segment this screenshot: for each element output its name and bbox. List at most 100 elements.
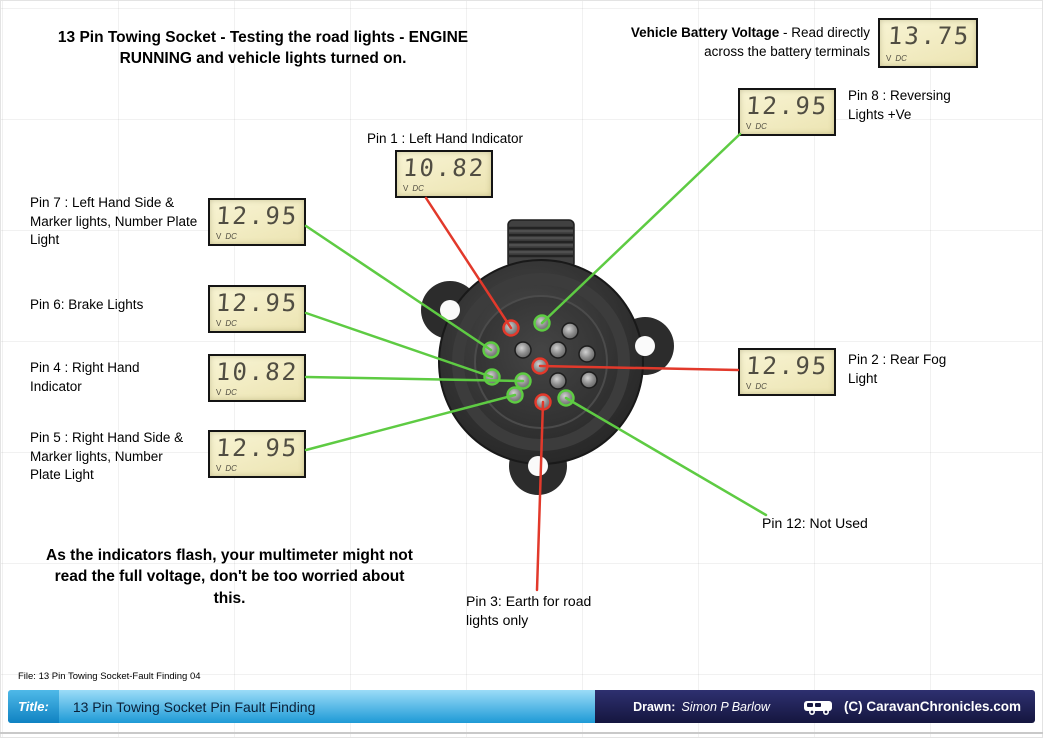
probe-point-pin7: [482, 341, 500, 359]
copyright-text: (C) CaravanChronicles.com: [843, 699, 1021, 714]
lcd-volts-indicator: V: [746, 122, 752, 131]
title-label: Title:: [8, 690, 59, 723]
probe-point-pin5: [506, 386, 524, 404]
wire-pin5: [304, 393, 517, 452]
lcd-volts-indicator: V: [886, 54, 892, 63]
probe-point-pin1: [502, 319, 520, 337]
probe-point-pin12: [557, 389, 575, 407]
socket-pin: [482, 341, 500, 359]
pin4-label: Pin 4 : Right Hand Indicator: [30, 360, 140, 394]
lcd-volts-indicator: V: [216, 319, 222, 328]
lcd-reading: 12.95: [214, 289, 299, 317]
pin2-label: Pin 2 : Rear Fog Light: [848, 352, 947, 386]
lcd-dc-indicator: DC: [755, 382, 767, 391]
socket-pins: [482, 314, 598, 411]
mounting-hole: [440, 300, 460, 320]
lcd-volts-indicator: V: [403, 184, 409, 193]
wire-pin2: [538, 364, 740, 372]
lcd-reading: 12.95: [214, 434, 299, 462]
socket-collar: [452, 273, 630, 451]
wire-pin1: [424, 196, 513, 330]
drawn-by: Simon P Barlow: [681, 699, 770, 714]
titlebar-right: Drawn: Simon P Barlow (C) CaravanChronic…: [595, 690, 1035, 723]
probe-point-pin4: [514, 372, 532, 390]
lcd-reading: 12.95: [214, 202, 299, 230]
probe-point-pin8: [533, 314, 551, 332]
mounting-hole: [635, 336, 655, 356]
lcd-volts-indicator: V: [746, 382, 752, 391]
lcd-dc-indicator: DC: [755, 122, 767, 131]
wire-pin7: [304, 224, 493, 352]
pin3-label: Pin 3: Earth for road lights only: [466, 593, 592, 629]
socket-pin: [578, 345, 596, 363]
lcd-dc-indicator: DC: [412, 184, 424, 193]
van-icon: [803, 698, 836, 716]
mounting-hole: [528, 456, 548, 476]
pin6-label: Pin 6: Brake Lights: [30, 297, 144, 312]
socket-pin: [514, 372, 532, 390]
socket-flange: [421, 259, 674, 495]
lcd-reading: 10.82: [401, 154, 486, 182]
probe-point-pin3: [534, 393, 552, 411]
socket-pin: [561, 322, 579, 340]
pin12-label: Pin 12: Not Used: [762, 515, 868, 531]
wire-pin8: [540, 132, 742, 325]
lcd-dc-indicator: DC: [225, 388, 237, 397]
indicator-flash-note: As the indicators flash, your multimeter…: [46, 547, 413, 607]
lcd-reading: 12.95: [744, 92, 829, 120]
drawn-label: Drawn:: [633, 699, 676, 714]
socket-pin: [549, 372, 567, 390]
page-bottom-edge: [0, 732, 1043, 734]
lcd-reading: 13.75: [886, 22, 971, 50]
pin1-label: Pin 1 : Left Hand Indicator: [366, 131, 524, 146]
lcd-volts-indicator: V: [216, 464, 222, 473]
socket-pin: [534, 393, 552, 411]
wire-pin4: [304, 375, 525, 383]
lcd-reading: 10.82: [214, 358, 299, 386]
cable-gland-icon: [507, 219, 575, 269]
socket-pin: [483, 368, 501, 386]
socket-pin: [549, 341, 567, 359]
probe-point-pin2: [531, 357, 549, 375]
pin5-label: Pin 5 : Right Hand Side & Marker lights,…: [30, 430, 184, 483]
lcd-volts-indicator: V: [216, 232, 222, 241]
lcd-volts-indicator: V: [216, 388, 222, 397]
wire-pin3: [535, 400, 545, 592]
socket-pin: [557, 389, 575, 407]
file-note: File: 13 Pin Towing Socket-Fault Finding…: [18, 671, 201, 682]
socket-pin: [533, 314, 551, 332]
socket-pin: [502, 319, 520, 337]
lcd-dc-indicator: DC: [225, 464, 237, 473]
titlebar: Title: 13 Pin Towing Socket Pin Fault Fi…: [8, 690, 1035, 723]
towing-socket: [421, 219, 674, 495]
battery-voltage-label: Vehicle Battery Voltage - Read directly …: [612, 24, 870, 61]
pin7-label: Pin 7 : Left Hand Side & Marker lights, …: [30, 195, 198, 248]
lcd-dc-indicator: DC: [225, 319, 237, 328]
socket-pin: [514, 341, 532, 359]
titlebar-left: Title: 13 Pin Towing Socket Pin Fault Fi…: [8, 690, 595, 723]
probe-point-pin6: [483, 368, 501, 386]
lcd-dc-indicator: DC: [895, 54, 907, 63]
socket-pin: [580, 371, 598, 389]
battery-voltage-label-rest: - Read directly across the battery termi…: [704, 25, 870, 59]
pin8-label: Pin 8 : Reversing Lights +Ve: [848, 88, 951, 122]
socket-pin: [531, 357, 549, 375]
drawing-title: 13 Pin Towing Socket Pin Fault Finding: [72, 698, 316, 715]
socket-face: [474, 295, 608, 429]
